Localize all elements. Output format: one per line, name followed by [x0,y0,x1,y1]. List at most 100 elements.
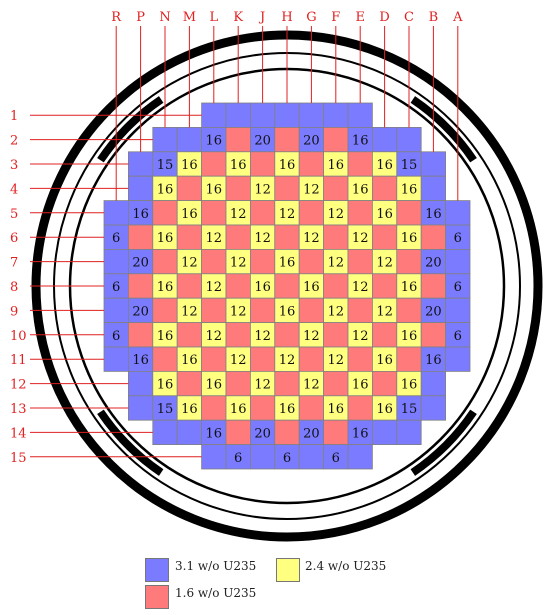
fuel-assembly [176,395,202,421]
fuel-assembly [201,297,227,324]
assembly-number: 12 [279,353,296,368]
fuel-assembly [298,248,325,275]
assembly-number: 12 [254,378,271,393]
assembly-number: 6 [454,329,462,344]
assembly-number: 16 [279,256,296,271]
fuel-assembly [347,419,373,446]
assembly-number: 12 [181,304,198,319]
fuel-assembly [396,346,422,372]
fuel-assembly [225,370,251,397]
column-label-L: L [209,10,218,25]
assembly-number: 16 [206,182,223,197]
assembly-number: 6 [332,451,340,466]
fuel-assembly [127,224,154,250]
fuel-assembly [274,151,300,177]
assembly-number: 16 [132,207,149,222]
fuel-assembly [127,248,154,275]
fuel-assembly [201,346,227,372]
assembly-number: 12 [254,231,271,246]
assembly-number: 16 [206,378,223,393]
assembly-number: 12 [303,378,320,393]
assembly-number: 16 [376,207,393,222]
fuel-assembly [298,224,325,250]
fuel-assembly [152,224,178,250]
assembly-number: 16 [376,402,393,417]
fuel-assembly [420,370,447,397]
fuel-assembly [249,175,276,201]
fuel-assembly [249,248,276,275]
fuel-assembly [445,224,471,250]
assembly-number: 6 [112,329,120,344]
fuel-assembly [371,370,398,397]
assembly-number: 12 [352,231,369,246]
fuel-assembly [201,395,227,421]
fuel-assembly [176,151,202,177]
fuel-assembly [201,151,227,177]
fuel-assembly [176,322,202,348]
fuel-assembly [445,248,471,275]
assembly-number: 16 [401,231,418,246]
fuel-assembly [298,419,325,446]
fuel-assembly [298,395,325,421]
row-label-15: 15 [10,451,27,466]
fuel-assembly [396,419,422,446]
assembly-number: 12 [230,353,247,368]
column-label-P: P [136,10,145,25]
fuel-assembly [103,200,129,226]
column-label-N: N [159,10,170,25]
fuel-assembly [420,273,447,299]
assembly-number: 12 [376,304,393,319]
fuel-assembly [201,248,227,275]
fuel-assembly [347,297,373,324]
thermal-shield-segment-2 [97,96,164,163]
fuel-assembly [152,419,178,446]
fuel-assembly [420,175,447,201]
assembly-number: 16 [401,378,418,393]
fuel-assembly [176,200,202,226]
fuel-assembly [152,248,178,275]
fuel-assembly [298,151,325,177]
assembly-number: 12 [328,304,345,319]
fuel-assembly [274,370,300,397]
column-label-A: A [452,10,463,25]
fuel-assembly [371,419,398,446]
column-label-M: M [183,10,196,25]
assembly-number: 12 [328,256,345,271]
fuel-assembly [396,127,422,153]
fuel-assembly [274,224,300,250]
assembly-number: 16 [230,402,247,417]
row-label-13: 13 [10,402,27,417]
fuel-assembly [347,370,373,397]
fuel-assembly [371,127,398,153]
fuel-assembly [298,297,325,324]
fuel-assembly [371,175,398,201]
fuel-assembly [249,370,276,397]
thermal-shield-segment-3 [97,409,164,476]
fuel-assembly [249,297,276,324]
fuel-assembly [127,297,154,324]
fuel-assembly [371,200,398,226]
fuel-assembly [347,200,373,226]
column-label-G: G [306,10,316,25]
column-label-F: F [331,10,340,25]
fuel-assembly [274,322,300,348]
fuel-assembly [298,200,325,226]
row-label-6: 6 [10,231,18,246]
assembly-number: 16 [279,304,296,319]
fuel-assembly [176,224,202,250]
assembly-number: 12 [303,182,320,197]
fuel-assembly [298,346,325,372]
fuel-assembly [103,224,129,250]
fuel-assembly [371,248,398,275]
column-label-K: K [233,10,243,25]
assembly-number: 16 [157,378,174,393]
fuel-assembly [396,273,422,299]
assembly-number: 12 [206,231,223,246]
assembly-number: 20 [132,304,149,319]
assembly-number: 16 [328,402,345,417]
assembly-number: 20 [132,256,149,271]
assembly-number: 20 [254,426,271,441]
fuel-assembly [298,444,325,470]
fuel-assembly [127,200,154,226]
